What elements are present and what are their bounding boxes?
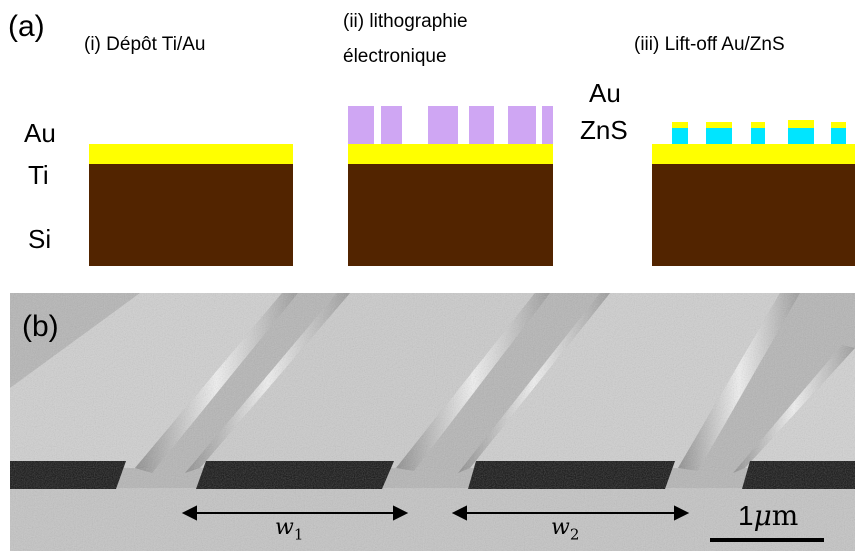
- stack2-resist-1: [348, 106, 374, 144]
- w1-subscript: 1: [293, 525, 304, 544]
- stack2-resist-6: [542, 106, 553, 144]
- step-1-title: (i) Dépôt Ti/Au: [84, 34, 206, 55]
- scale-bar: [710, 538, 824, 542]
- stack3-pillar-3-zns: [751, 128, 765, 144]
- panel-b-label: (b): [22, 310, 59, 343]
- stack1-gold-layer: [89, 144, 293, 164]
- stack3-pillar-4-zns: [788, 128, 814, 144]
- step-2-title-line2: électronique: [343, 46, 447, 67]
- stack3-pillar-2-au: [706, 122, 732, 128]
- step-2-title-line1: (ii) lithographie: [343, 11, 468, 32]
- sem-image: [10, 293, 855, 551]
- w1-label: w1: [275, 515, 303, 543]
- stack3-si-substrate: [652, 164, 855, 266]
- step-3-title: (iii) Lift-off Au/ZnS: [634, 34, 785, 55]
- scale-label: 1μm: [738, 502, 798, 530]
- layer-label-si: Si: [28, 224, 52, 254]
- stack3-pillar-5-au: [831, 122, 846, 128]
- stack2-resist-3: [428, 106, 458, 144]
- layer-label-au-right: Au: [589, 78, 621, 108]
- scale-unit-m: m: [771, 499, 799, 532]
- stack3-pillar-5-zns: [831, 128, 846, 144]
- scale-value: 1: [738, 500, 754, 531]
- stack2-resist-5: [508, 106, 536, 144]
- stack2-resist-2: [381, 106, 402, 144]
- stack2-si-substrate: [348, 164, 553, 266]
- stack3-pillar-4-au: [788, 120, 814, 128]
- stack1-si-substrate: [89, 164, 293, 266]
- layer-label-ti: Ti: [28, 160, 49, 190]
- stack3-pillar-3-au: [751, 122, 765, 128]
- stack2-resist-4: [469, 106, 494, 144]
- w1-arrow: [181, 505, 409, 521]
- stack3-pillar-1-zns: [672, 128, 688, 144]
- stack2-gold-layer: [348, 144, 553, 164]
- layer-label-zns: ZnS: [580, 115, 628, 145]
- w2-arrow: [451, 505, 690, 521]
- stack3-pillar-2-zns: [706, 128, 732, 144]
- scale-unit-mu: μ: [753, 499, 772, 532]
- stack3-pillar-1-au: [672, 122, 688, 128]
- layer-label-au: Au: [24, 118, 56, 148]
- w2-subscript: 2: [569, 525, 580, 544]
- w2-symbol: w: [551, 515, 570, 540]
- stack3-gold-layer: [652, 144, 855, 164]
- panel-a-label: (a): [8, 10, 45, 43]
- w2-label: w2: [551, 515, 579, 543]
- w1-symbol: w: [275, 515, 294, 540]
